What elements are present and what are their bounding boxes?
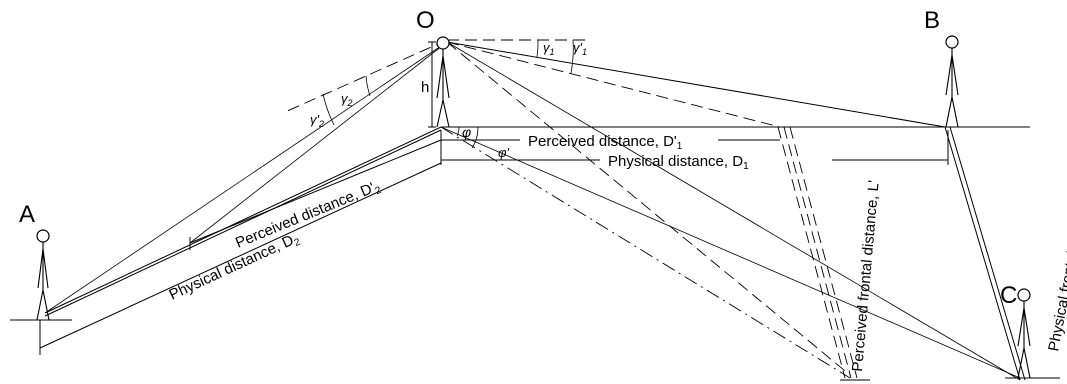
- perceived-d1-label: Perceived distance, D'1: [528, 133, 683, 152]
- physical-d1-sub: 1: [743, 161, 749, 172]
- ground-line-B-to-C: [944, 126, 1021, 381]
- arc-phi-prime: [471, 126, 479, 149]
- dim-D2: [39, 162, 442, 349]
- observer-O-leg-right: [442, 99, 450, 128]
- arc-gamma1-prime: [570, 39, 574, 74]
- perceived-frontal-line-2: [783, 126, 852, 379]
- foot-lines: [440, 126, 1021, 379]
- arc-gamma2-prime: [322, 93, 335, 126]
- observer-O-arm-right: [442, 55, 450, 99]
- dim-D2-prime: [189, 139, 442, 244]
- gamma1-prime-label: γ'1: [573, 40, 587, 57]
- phi-prime-label: φ': [498, 145, 509, 160]
- person-B-arm-right: [951, 54, 959, 96]
- perceived-d1-sub: 1: [677, 141, 683, 152]
- person-C-arm-right: [1023, 307, 1031, 347]
- perceived-frontal-lines: [777, 126, 870, 381]
- ground-line-O-to-C: [440, 126, 1021, 379]
- gamma2-label: γ2: [341, 91, 353, 108]
- ground-line-left-double: [44, 129, 442, 317]
- sight-line-O-to-C-dashed: [446, 41, 851, 376]
- point-A-label: A: [19, 201, 35, 228]
- person-B-arm-left: [945, 54, 953, 96]
- ground-line-O-to-perceived-C: [440, 126, 851, 379]
- perceived-frontal-line-3: [789, 126, 858, 379]
- sight-line-O-to-C: [446, 41, 1021, 381]
- observer-O-arm-left: [436, 55, 444, 99]
- point-B-label: B: [924, 7, 940, 34]
- physical-d1-label: Physical distance, D1: [608, 153, 749, 172]
- observer-O-figure: [436, 36, 450, 128]
- angle-labels: γ1 γ'1 γ2 γ'2 φ φ': [310, 40, 587, 160]
- person-B-figure: [945, 35, 959, 128]
- gamma2-prime-label: γ'2: [310, 112, 324, 129]
- perceived-d2-sub: 2: [374, 185, 384, 197]
- phi-label: φ: [462, 124, 471, 140]
- height-label: h: [421, 79, 429, 96]
- arc-phi: [456, 126, 460, 137]
- angle-arcs: [322, 39, 574, 149]
- person-C-leg-left: [1017, 347, 1025, 379]
- point-O-label: O: [416, 7, 435, 34]
- point-C-label: C: [1000, 282, 1017, 309]
- sight-line-O-to-perceived-A: [189, 41, 448, 244]
- person-A-leg-left: [36, 289, 44, 321]
- person-C-arm-left: [1017, 307, 1025, 347]
- height-marker: h: [421, 41, 436, 128]
- person-C-head: [1017, 288, 1031, 302]
- perceived-d2-label: Perceived distance, D'2: [233, 177, 383, 253]
- point-letters: O A B C: [19, 7, 1017, 309]
- gamma2-sub: 2: [347, 98, 353, 108]
- distance-labels: Perceived distance, D'1 Physical distanc…: [167, 133, 1067, 372]
- ground-line-B-to-C-double: [949, 126, 1026, 381]
- observer-O-leg-left: [436, 99, 444, 128]
- arc-gamma1: [536, 39, 539, 58]
- observer-O-head: [436, 36, 450, 50]
- gamma2-prime-sub: 2: [318, 119, 324, 129]
- person-C-leg-right: [1023, 347, 1031, 379]
- perceived-frontal-label: Perceived frontal distance, L': [849, 179, 883, 372]
- sight-line-O-to-perceived-B: [446, 41, 781, 128]
- perceived-frontal-line-1: [777, 126, 846, 379]
- gamma1-sub: 1: [550, 47, 555, 57]
- arc-gamma2: [365, 75, 371, 97]
- gamma1-prime-sub: 1: [582, 47, 587, 57]
- physical-d2-sub: 2: [293, 237, 303, 250]
- person-B-leg-left: [945, 96, 953, 128]
- ground-line-left: [44, 126, 442, 314]
- person-B-head: [945, 35, 959, 49]
- person-C-figure: [1017, 288, 1031, 379]
- person-B-leg-right: [951, 96, 959, 128]
- gamma1-label: γ1: [543, 40, 555, 57]
- person-A-leg-right: [42, 289, 50, 321]
- ground-lines: [10, 126, 1060, 381]
- sight-line-O-to-B: [446, 41, 946, 128]
- person-A-arm-right: [42, 248, 49, 289]
- physical-frontal-label: Physical frontal distance, L: [1045, 174, 1067, 352]
- sight-lines: [44, 39, 1021, 381]
- sight-line-O-to-A: [44, 41, 448, 314]
- person-A-head: [36, 229, 50, 243]
- person-A-figure: [36, 229, 50, 321]
- dimension-lines: [39, 130, 949, 355]
- person-A-arm-left: [37, 248, 44, 289]
- sight-line-O-dashed-left: [284, 39, 448, 113]
